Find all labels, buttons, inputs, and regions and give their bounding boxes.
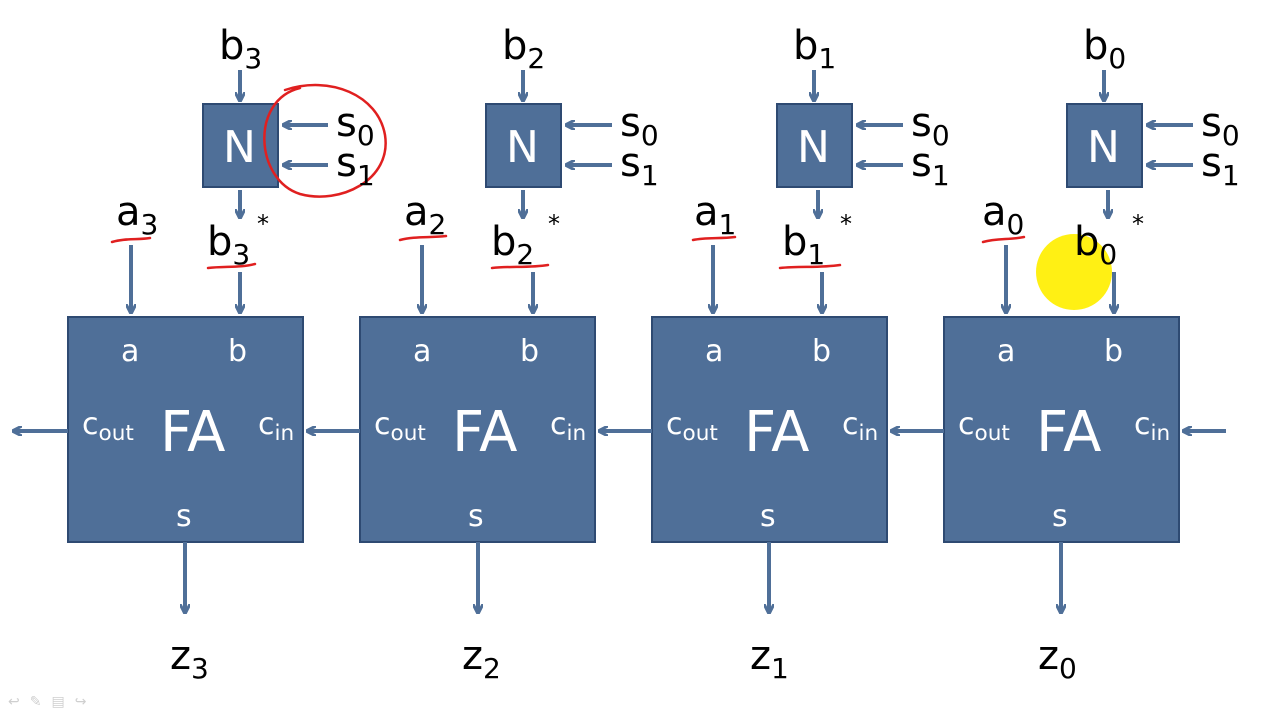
fa-pin-cin-3: cin [258, 407, 295, 447]
negator-box-0 [1066, 103, 1143, 188]
annotation-underline-a2 [398, 234, 448, 242]
star-marker-3: * [257, 210, 269, 238]
b-star-0: b0 [1074, 219, 1118, 271]
fa-pin-s-1: s [760, 499, 776, 534]
b-input-3: b3 [219, 23, 263, 75]
b-input-2: b2 [502, 23, 546, 75]
fa-pin-cin-0: cin [1134, 407, 1171, 447]
select-s0-3: s0 [336, 100, 375, 152]
negator-box-1 [776, 103, 853, 188]
fa-pin-a-1: a [705, 334, 724, 369]
negator-label-1: N [797, 122, 830, 173]
select-s0-0: s0 [1201, 100, 1240, 152]
pen-icon[interactable]: ✎ [29, 694, 52, 710]
a-input-2: a2 [404, 189, 447, 241]
fa-pin-cout-1: cout [666, 407, 718, 447]
next-slide-icon[interactable]: ↪ [74, 694, 97, 710]
fa-pin-cout-0: cout [958, 407, 1010, 447]
fa-title-0: FA [1036, 400, 1102, 465]
star-marker-1: * [840, 210, 852, 238]
star-marker-2: * [548, 210, 560, 238]
menu-icon[interactable]: ▤ [51, 694, 75, 710]
a-input-1: a1 [694, 189, 737, 241]
fa-pin-b-1: b [812, 334, 832, 369]
b-star-1: b1 [782, 219, 826, 271]
fa-pin-cin-1: cin [842, 407, 879, 447]
fa-pin-a-0: a [997, 334, 1016, 369]
select-s0-1: s0 [911, 100, 950, 152]
z-output-0: z0 [1038, 633, 1077, 685]
star-marker-0: * [1132, 210, 1144, 238]
fa-title-2: FA [452, 400, 518, 465]
a-input-3: a3 [116, 189, 159, 241]
select-s1-1: s1 [911, 140, 950, 192]
fa-pin-b-2: b [520, 334, 540, 369]
b-input-1: b1 [793, 23, 837, 75]
annotation-underline-a3 [110, 236, 152, 244]
annotation-underline-b1star [778, 263, 842, 270]
z-output-2: z2 [462, 633, 501, 685]
annotation-underline-b3star [206, 262, 257, 270]
b-star-2: b2 [491, 219, 535, 271]
z-output-3: z3 [170, 633, 209, 685]
annotation-circle [263, 83, 387, 198]
select-s0-2: s0 [620, 100, 659, 152]
negator-label-2: N [506, 122, 539, 173]
pointer-highlight [1036, 234, 1112, 310]
annotation-underline-b2star [490, 263, 550, 270]
full-adder-box-2 [359, 316, 596, 543]
select-s1-3: s1 [336, 140, 375, 192]
fa-pin-s-3: s [176, 499, 192, 534]
full-adder-box-0 [943, 316, 1180, 543]
select-s1-2: s1 [620, 140, 659, 192]
z-output-1: z1 [750, 633, 789, 685]
fa-pin-s-2: s [468, 499, 484, 534]
fa-pin-cout-2: cout [374, 407, 426, 447]
negator-label-3: N [223, 122, 256, 173]
fa-pin-s-0: s [1052, 499, 1068, 534]
a-input-0: a0 [982, 189, 1025, 241]
b-star-3: b3 [207, 219, 251, 271]
fa-pin-cin-2: cin [550, 407, 587, 447]
fa-title-1: FA [744, 400, 810, 465]
b-input-0: b0 [1083, 23, 1127, 75]
select-s1-0: s1 [1201, 140, 1240, 192]
slide-nav: ↩✎▤↪ [8, 694, 96, 710]
annotation-underline-a1 [691, 235, 737, 242]
fa-pin-b-3: b [228, 334, 248, 369]
annotation-underline-a0 [981, 235, 1026, 244]
fa-pin-a-2: a [413, 334, 432, 369]
prev-slide-icon[interactable]: ↩ [8, 694, 30, 710]
fa-pin-a-3: a [121, 334, 140, 369]
fa-pin-cout-3: cout [82, 407, 134, 447]
negator-label-0: N [1087, 122, 1120, 173]
negator-box-2 [485, 103, 562, 188]
fa-pin-b-0: b [1104, 334, 1124, 369]
fa-title-3: FA [160, 400, 226, 465]
full-adder-box-3 [67, 316, 304, 543]
